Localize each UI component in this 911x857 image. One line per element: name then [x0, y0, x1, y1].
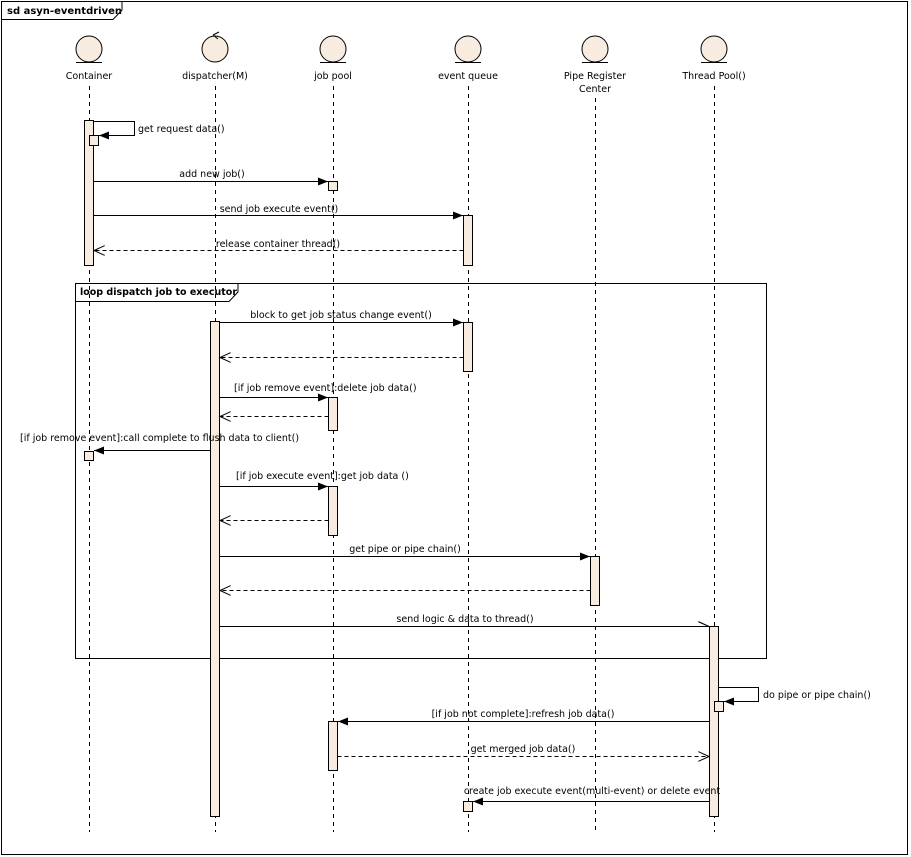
- activations: [84, 120, 724, 817]
- activation-dispatcher: [210, 321, 220, 817]
- activation-job-pool-add: [328, 181, 338, 191]
- activation-thread-pool-self: [714, 701, 724, 712]
- participant-label: Pipe Register: [564, 71, 626, 82]
- message-label: block to get job status change event(): [250, 310, 432, 321]
- loop-label: loop dispatch job to executor: [80, 287, 237, 298]
- participant-label-line2: Center: [579, 84, 611, 95]
- message-send-job-execute-event: send job execute event(): [93, 204, 463, 220]
- activation-event-queue-create: [463, 801, 473, 812]
- activation-event-queue-block: [463, 322, 473, 372]
- message-label: get request data(): [138, 124, 225, 135]
- message-label: [if job execute event]:get job data (): [236, 471, 409, 482]
- message-add-new-job: add new job(): [93, 169, 328, 186]
- participant-label: Container: [66, 71, 113, 82]
- lifelines: [89, 86, 715, 832]
- message-label: [if job not complete]:refresh job data(): [432, 709, 615, 720]
- message-label: create job execute event(multi-event) or…: [464, 786, 721, 797]
- message-do-pipe-or-pipe-chain: do pipe or pipe chain(): [718, 687, 871, 706]
- message-label: get pipe or pipe chain(): [349, 544, 461, 555]
- message-label: send logic & data to thread(): [396, 614, 533, 625]
- participant-dispatcher: dispatcher(M): [182, 31, 248, 82]
- participant-label: event queue: [438, 71, 498, 82]
- message-label: [if job remove event]:call complete to f…: [20, 433, 299, 444]
- activation-job-pool-delete: [328, 397, 338, 431]
- message-delete-job-data: [if job remove event]:delete job data(): [219, 383, 417, 402]
- message-label: add new job(): [179, 169, 244, 180]
- message-label: send job execute event(): [220, 204, 339, 215]
- message-block-to-get-job-status-change-event: block to get job status change event(): [219, 310, 463, 327]
- participant-thread-pool: Thread Pool(): [681, 35, 746, 82]
- message-label: release container thread(): [216, 239, 340, 250]
- message-get-request-data: get request data(): [93, 121, 225, 140]
- participant-label: Thread Pool(): [681, 71, 745, 82]
- participant-container: Container: [66, 35, 113, 82]
- participant-pipe-register-center: Pipe Register Center: [564, 35, 626, 95]
- activation-container-self: [89, 135, 99, 146]
- activation-job-pool-get: [328, 486, 338, 536]
- message-refresh-job-data: [if job not complete]:refresh job data(): [338, 709, 710, 726]
- participant-event-queue: event queue: [438, 35, 498, 82]
- activation-job-pool-refresh: [328, 721, 338, 771]
- message-release-container-thread: release container thread(): [94, 239, 464, 251]
- participant-label: dispatcher(M): [182, 71, 248, 82]
- participants: Container dispatcher(M) job pool event q…: [66, 31, 746, 95]
- message-label: [if job remove event]:delete job data(): [234, 383, 417, 394]
- loop-fragment: loop dispatch job to executor: [75, 283, 767, 659]
- activation-container: [84, 120, 94, 266]
- frame-title: sd asyn-eventdriven: [7, 6, 122, 17]
- participant-label: job pool: [313, 71, 352, 82]
- message-get-pipe-or-pipe-chain: get pipe or pipe chain(): [219, 544, 590, 561]
- message-get-merged-job-data: get merged job data(): [337, 744, 710, 757]
- message-send-logic-and-data: send logic & data to thread(): [219, 614, 710, 627]
- activation-event-queue-send: [463, 215, 473, 266]
- message-create-job-execute-event: create job execute event(multi-event) or…: [464, 786, 721, 806]
- messages: get request data() add new job() send jo…: [20, 121, 871, 806]
- message-label: do pipe or pipe chain(): [763, 690, 871, 701]
- activation-pipe-register: [590, 556, 600, 606]
- message-get-job-data: [if job execute event]:get job data (): [219, 471, 409, 491]
- activation-container-complete: [84, 451, 94, 461]
- message-label: get merged job data(): [471, 744, 576, 755]
- participant-job-pool: job pool: [313, 35, 352, 82]
- message-call-complete: [if job remove event]:call complete to f…: [20, 433, 299, 455]
